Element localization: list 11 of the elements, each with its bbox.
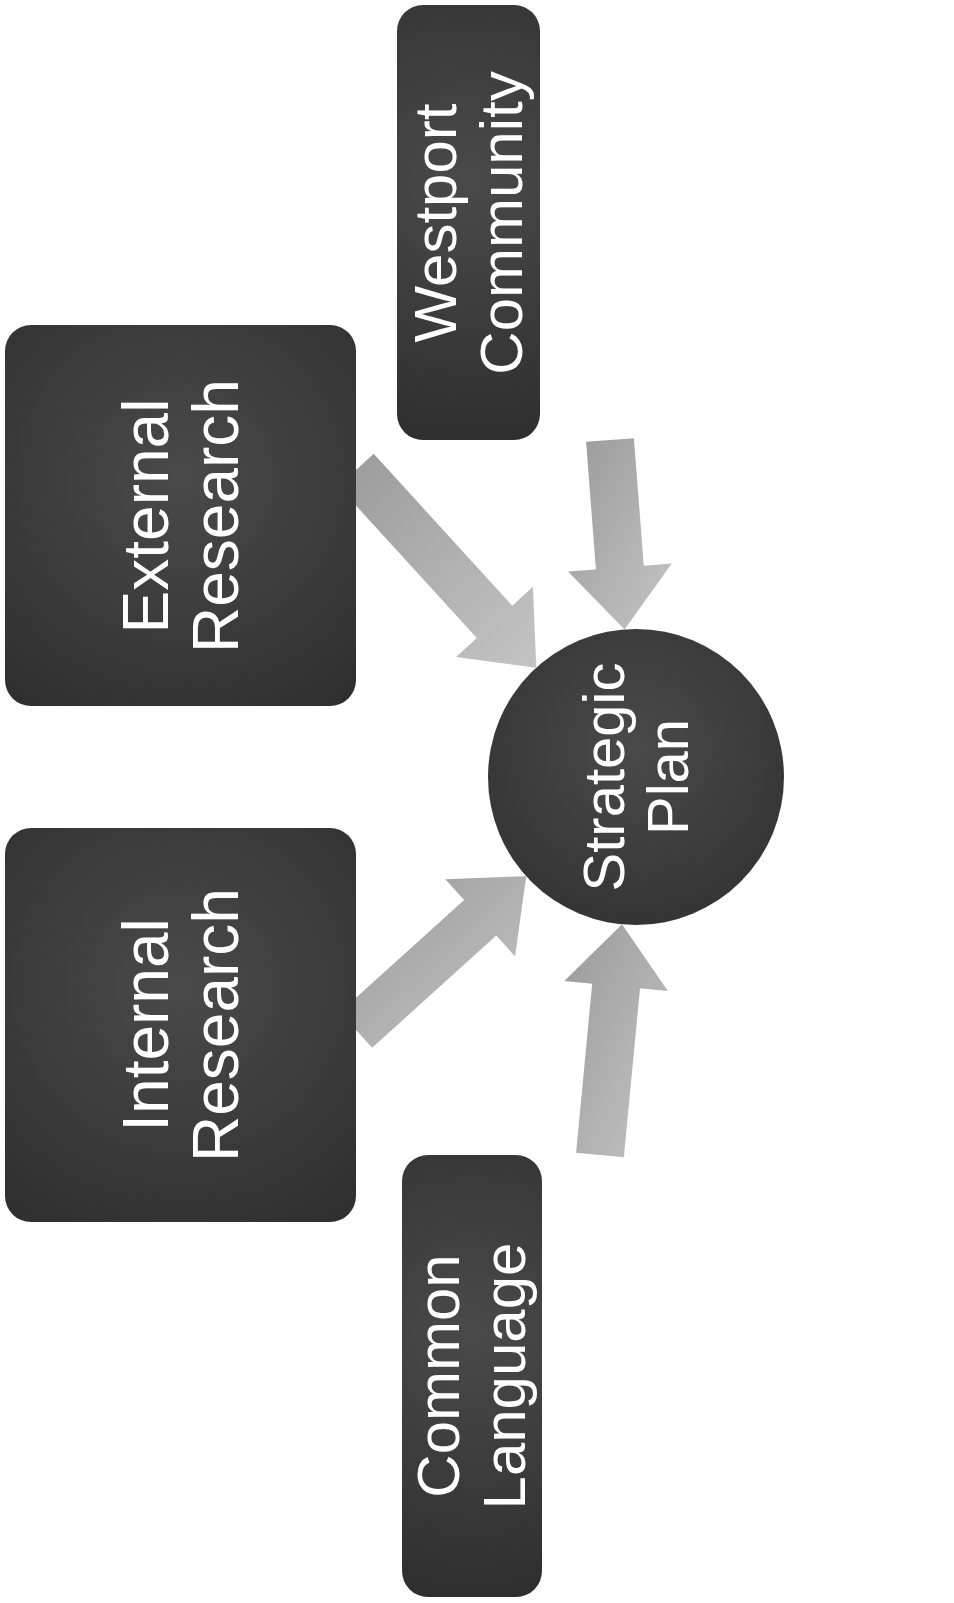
node-label: Common Language [406,1241,538,1512]
rounded-box [397,5,540,440]
node-label: External Research [110,377,251,655]
node-label: Strategic Plan [572,661,700,894]
node-label: Westport Community [402,69,535,377]
block-arrow [568,438,672,630]
block-arrow [564,924,668,1158]
node-label: Internal Research [110,887,251,1164]
rounded-box [5,828,356,1222]
rounded-box [5,325,356,706]
rounded-box [402,1155,542,1597]
